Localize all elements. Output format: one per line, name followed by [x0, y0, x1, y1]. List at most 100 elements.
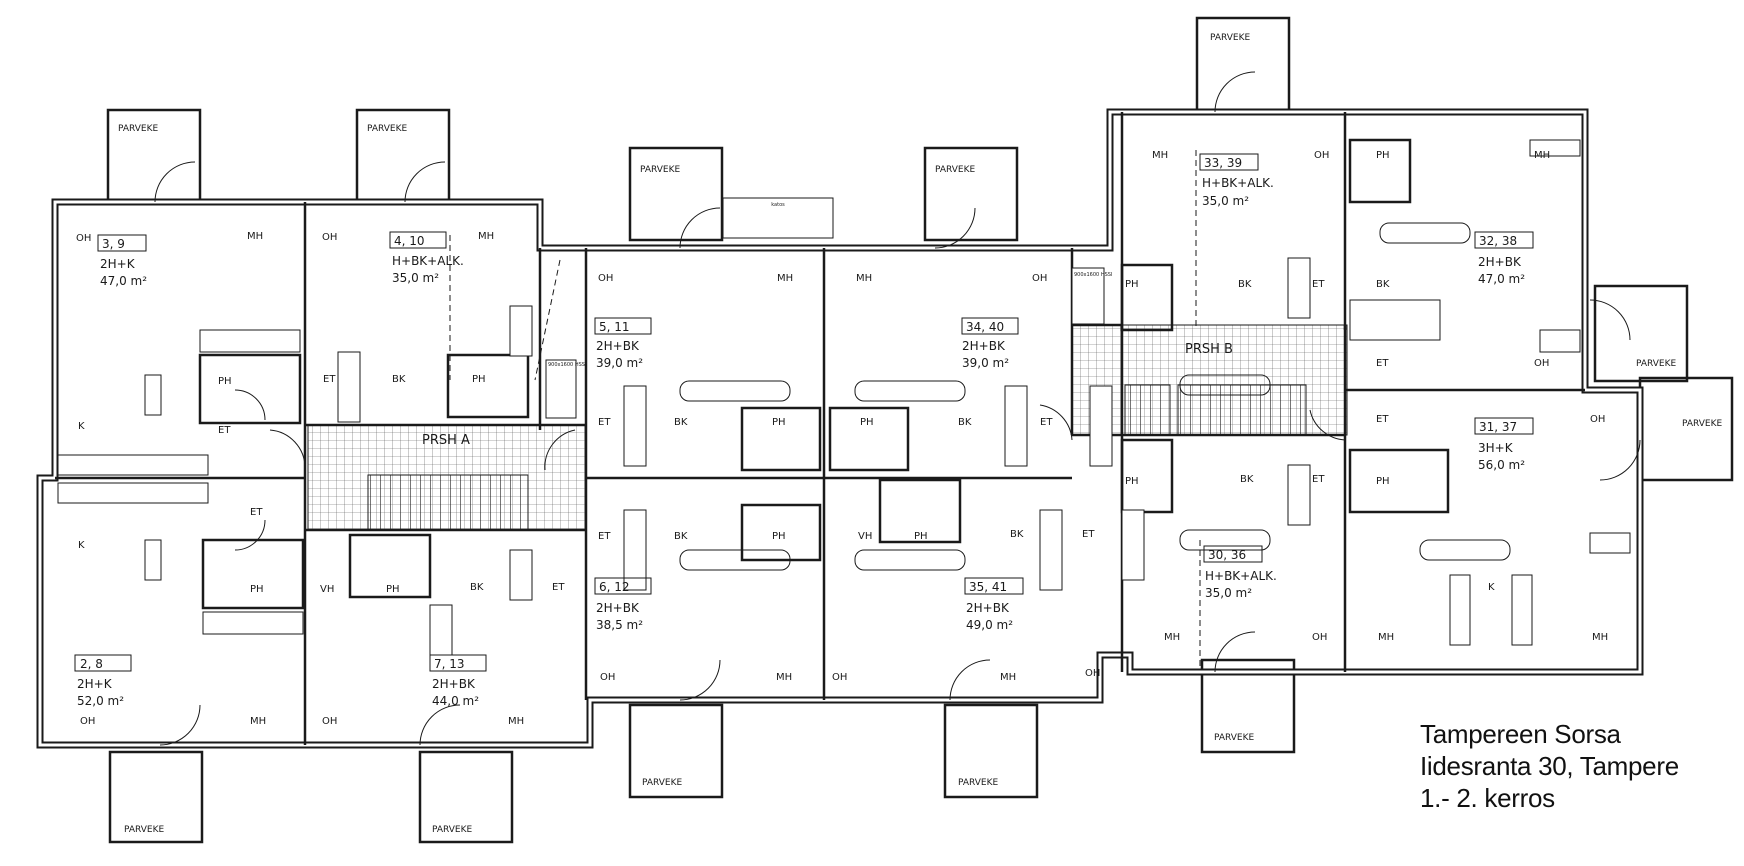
- apartment-2-8: 2, 8 2H+K 52,0 m²: [74, 654, 132, 708]
- apartment-id: 31, 37: [1479, 420, 1517, 434]
- room-label-bk: BK: [1240, 474, 1254, 485]
- apartment-id: 2, 8: [80, 657, 103, 671]
- room-label-et: ET: [552, 582, 565, 593]
- apartment-id: 33, 39: [1204, 156, 1242, 170]
- bathroom: [1120, 438, 1174, 514]
- room-label-k: K: [1488, 582, 1495, 593]
- apartment-type: 3H+K: [1478, 441, 1514, 455]
- apartment-area: 35,0 m²: [1205, 586, 1252, 600]
- room-label-et: ET: [598, 417, 611, 428]
- room-label-oh: OH: [598, 273, 613, 284]
- room-label-mh: MH: [478, 231, 494, 242]
- stairwell-areas: [307, 324, 1348, 531]
- stairwell-b-stairs-1: [1124, 384, 1171, 436]
- room-label-mh: MH: [508, 716, 524, 727]
- apartment-33-39: 33, 39 H+BK+ALK. 35,0 m²: [1199, 153, 1274, 208]
- room-label-ph: PH: [1125, 279, 1139, 290]
- balcony-label: PARVEKE: [118, 124, 159, 134]
- room-label-ph: PH: [218, 376, 232, 387]
- room-label-ph: PH: [472, 374, 486, 385]
- canopy-label: katos: [771, 202, 785, 208]
- room-label-mh: MH: [250, 716, 266, 727]
- room-label-ph: PH: [914, 531, 928, 542]
- apartment-id: 6, 12: [599, 580, 630, 594]
- apartment-area: 35,0 m²: [1202, 194, 1249, 208]
- room-label-oh: OH: [600, 672, 615, 683]
- apartment-type: 2H+BK: [432, 677, 476, 691]
- balcony-label: PARVEKE: [367, 124, 408, 134]
- room-label-oh: OH: [832, 672, 847, 683]
- apartment-type: 2H+BK: [966, 601, 1010, 615]
- apartment-5-11: 5, 11 2H+BK 39,0 m²: [594, 317, 652, 370]
- apartment-34-40: 34, 40 2H+BK 39,0 m²: [961, 317, 1019, 370]
- room-label-mh: MH: [1164, 632, 1180, 643]
- stairwell-label-a: PRSH A: [422, 433, 470, 448]
- balcony: [943, 703, 1039, 799]
- room-label-et: ET: [598, 531, 611, 542]
- bathroom: [198, 353, 302, 425]
- balcony-label: PARVEKE: [642, 778, 683, 788]
- apartment-32-38: 32, 38 2H+BK 47,0 m²: [1474, 231, 1534, 286]
- apartment-area: 47,0 m²: [1478, 272, 1525, 286]
- bathroom: [878, 478, 962, 544]
- balcony-labels: PARVEKE PARVEKE PARVEKE PARVEKE PARVEKE …: [118, 33, 1723, 835]
- beds: [679, 222, 1511, 571]
- room-label-bk: BK: [1010, 529, 1024, 540]
- apartment-31-37: 31, 37 3H+K 56,0 m²: [1474, 417, 1534, 472]
- canopy-box: [722, 197, 834, 239]
- room-label-et: ET: [323, 374, 336, 385]
- apartment-7-13: 7, 13 2H+BK 44,0 m²: [429, 654, 487, 708]
- balcony-label: PARVEKE: [935, 165, 976, 175]
- room-label-oh: OH: [1314, 150, 1329, 161]
- bathroom: [1348, 138, 1412, 204]
- balcony: [1200, 658, 1296, 754]
- sauna-label: 900x1600 HSSI: [1074, 272, 1112, 278]
- room-label-et: ET: [250, 507, 263, 518]
- room-label-et: ET: [1312, 279, 1325, 290]
- balconies: katos: [106, 16, 1734, 844]
- apartment-3-9: 3, 9 2H+K 47,0 m²: [97, 234, 147, 288]
- room-label-mh: MH: [1534, 150, 1550, 161]
- apartment-area: 44,0 m²: [432, 694, 479, 708]
- bathroom: [828, 406, 910, 472]
- sauna: [545, 359, 577, 419]
- apartment-area: 56,0 m²: [1478, 458, 1525, 472]
- apartment-type: H+BK+ALK.: [1202, 176, 1274, 190]
- room-label-mh: MH: [856, 273, 872, 284]
- apartment-area: 49,0 m²: [966, 618, 1013, 632]
- stairwell-b-stairs-2: [1177, 384, 1307, 436]
- bathroom: [1120, 263, 1174, 332]
- room-label-bk: BK: [1238, 279, 1252, 290]
- room-label-oh: OH: [76, 233, 91, 244]
- room-label-et: ET: [1082, 529, 1095, 540]
- apartment-id: 32, 38: [1479, 234, 1517, 248]
- room-label-mh: MH: [247, 231, 263, 242]
- room-label-oh: OH: [1534, 358, 1549, 369]
- apartment-id: 5, 11: [599, 320, 630, 334]
- room-label-et: ET: [218, 425, 231, 436]
- room-label-bk: BK: [1376, 279, 1390, 290]
- bathroom: [740, 503, 822, 562]
- room-label-oh: OH: [322, 716, 337, 727]
- balcony-label: PARVEKE: [124, 825, 165, 835]
- room-label-mh: MH: [1000, 672, 1016, 683]
- apartment-id: 7, 13: [434, 657, 465, 671]
- balcony-label: PARVEKE: [1636, 359, 1677, 369]
- room-label-mh: MH: [776, 672, 792, 683]
- exterior-walls: [36, 108, 1644, 749]
- room-label-et: ET: [1040, 417, 1053, 428]
- bathroom: [1348, 448, 1450, 514]
- bathroom: [740, 406, 822, 472]
- room-label-mh: MH: [1378, 632, 1394, 643]
- room-labels: OH MH K PH ET OH MH ET BK PH K ET PH OH …: [76, 150, 1608, 727]
- room-label-ph: PH: [1376, 476, 1390, 487]
- apartment-id: 30, 36: [1208, 548, 1246, 562]
- balcony-label: PARVEKE: [1214, 733, 1255, 743]
- apartment-id: 4, 10: [394, 234, 425, 248]
- apartment-type: 2H+BK: [596, 339, 640, 353]
- apartment-id: 34, 40: [966, 320, 1004, 334]
- stairwell-label-b: PRSH B: [1185, 342, 1233, 357]
- bathroom: [446, 353, 530, 419]
- room-label-bk: BK: [392, 374, 406, 385]
- room-label-oh: OH: [1032, 273, 1047, 284]
